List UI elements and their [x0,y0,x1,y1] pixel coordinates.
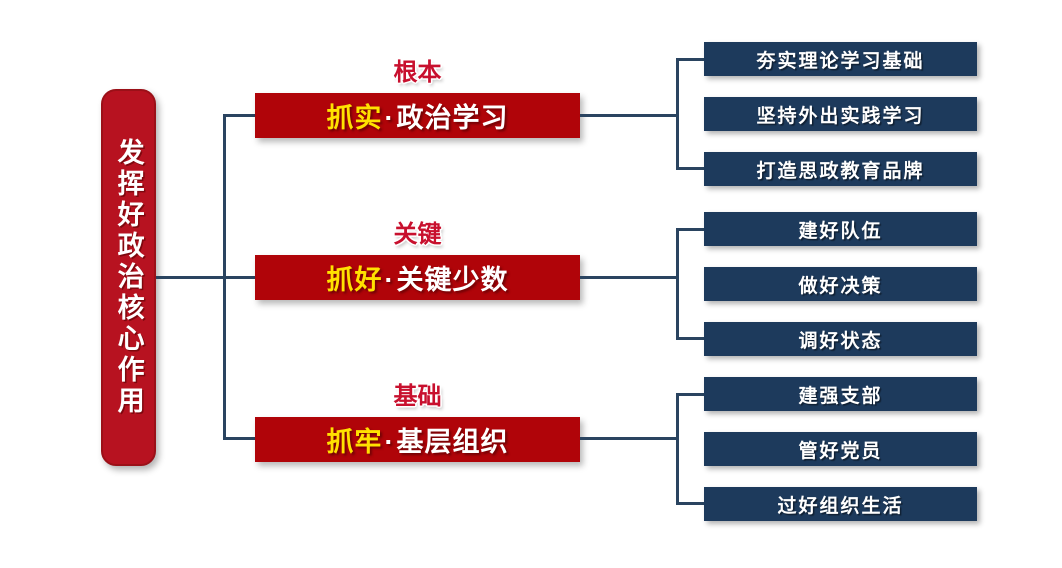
group-2-bracket [676,228,704,340]
group-node-3-text: 抓牢·基层组织 [327,420,509,459]
group-node-1-text: 抓实·政治学习 [327,96,509,135]
group-caption-1: 根本 [393,59,442,86]
group-2-stem [580,276,678,279]
leaf-label-3-1: 建强支部 [798,385,883,407]
root-branch-line-1 [223,114,255,117]
group-node-2-text: 抓好·关键少数 [327,258,509,297]
group-node-1-key: 抓实 [326,103,383,133]
root-trunk-horizontal [156,276,226,279]
leaf-label-2-1: 建好队伍 [798,220,883,242]
root-node-label: 发挥好政治核心作用 [113,138,144,417]
leaf-box-1-1: 夯实理论学习基础 [704,42,977,76]
leaf-box-2-1: 建好队伍 [704,212,977,246]
leaf-label-3-3: 过好组织生活 [777,495,904,517]
leaf-box-3-1: 建强支部 [704,377,977,411]
root-branch-line-3 [223,437,255,440]
group-node-1: 抓实·政治学习 [255,93,580,138]
leaf-label-1-1: 夯实理论学习基础 [756,50,925,72]
group-caption-3: 基础 [393,383,442,410]
leaf-box-2-2: 做好决策 [704,267,977,301]
leaf-box-1-3: 打造思政教育品牌 [704,152,977,186]
group-3-bracket [676,393,704,505]
leaf-label-3-2: 管好党员 [798,440,883,462]
group-node-3: 抓牢·基层组织 [255,417,580,462]
group-node-1-rest: 政治学习 [396,103,509,133]
leaf-box-3-2: 管好党员 [704,432,977,466]
leaf-box-2-3: 调好状态 [704,322,977,356]
group-node-2-separator: · [384,265,395,295]
group-caption-2: 关键 [393,221,442,248]
group-node-3-separator: · [384,427,395,457]
group-node-3-rest: 基层组织 [396,427,509,457]
leaf-label-2-3: 调好状态 [798,330,883,352]
leaf-label-1-3: 打造思政教育品牌 [756,160,925,182]
group-1-stem [580,114,678,117]
root-branch-line-2 [223,276,255,279]
group-1-bracket [676,58,704,170]
group-node-3-key: 抓牢 [326,427,383,457]
group-node-2-rest: 关键少数 [396,265,509,295]
root-node: 发挥好政治核心作用 [101,89,156,466]
group-node-1-separator: · [384,103,395,133]
leaf-box-3-3: 过好组织生活 [704,487,977,521]
group-node-2: 抓好·关键少数 [255,255,580,300]
group-3-stem [580,437,678,440]
group-node-2-key: 抓好 [326,265,383,295]
leaf-label-1-2: 坚持外出实践学习 [756,105,925,127]
leaf-label-2-2: 做好决策 [798,275,883,297]
leaf-box-1-2: 坚持外出实践学习 [704,97,977,131]
